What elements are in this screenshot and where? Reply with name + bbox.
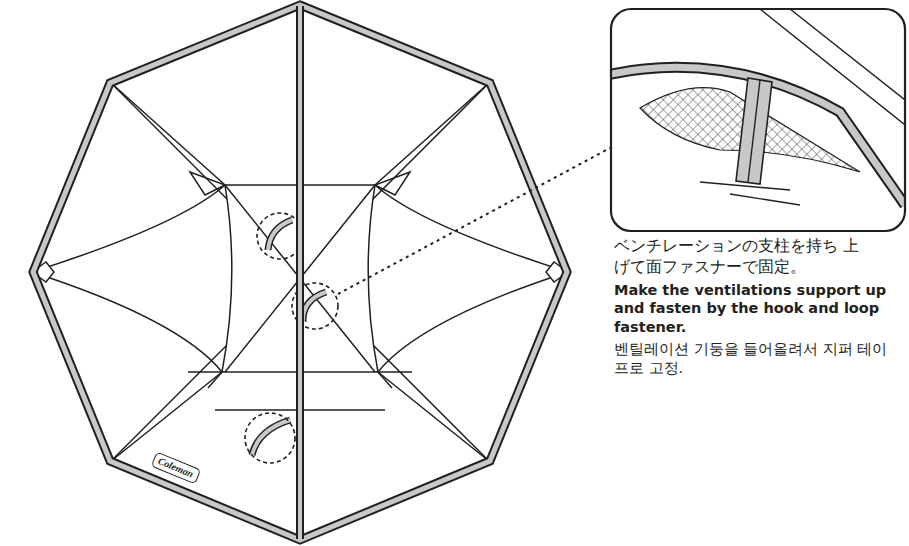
detail-inset	[611, 9, 905, 231]
detail-circle	[245, 213, 338, 463]
leader-line	[338, 148, 610, 294]
instruction-notes: ベンチレーションの支柱を持ち 上げて面ファスナーで固定。Make the ven…	[614, 236, 902, 381]
logo-text: Coleman	[157, 456, 196, 480]
inset-frame	[611, 9, 905, 231]
instruction-text: ベンチレーションの支柱を持ち 上げて面ファスナーで固定。	[614, 236, 866, 278]
instruction-text: Make the ventilations support up and fas…	[614, 281, 902, 338]
tent-frame	[33, 5, 567, 540]
instruction-text: 벤틸레이션 기둥을 들어올려서 지퍼 테이프로 고정.	[614, 340, 902, 378]
ventilation-support	[252, 220, 326, 455]
